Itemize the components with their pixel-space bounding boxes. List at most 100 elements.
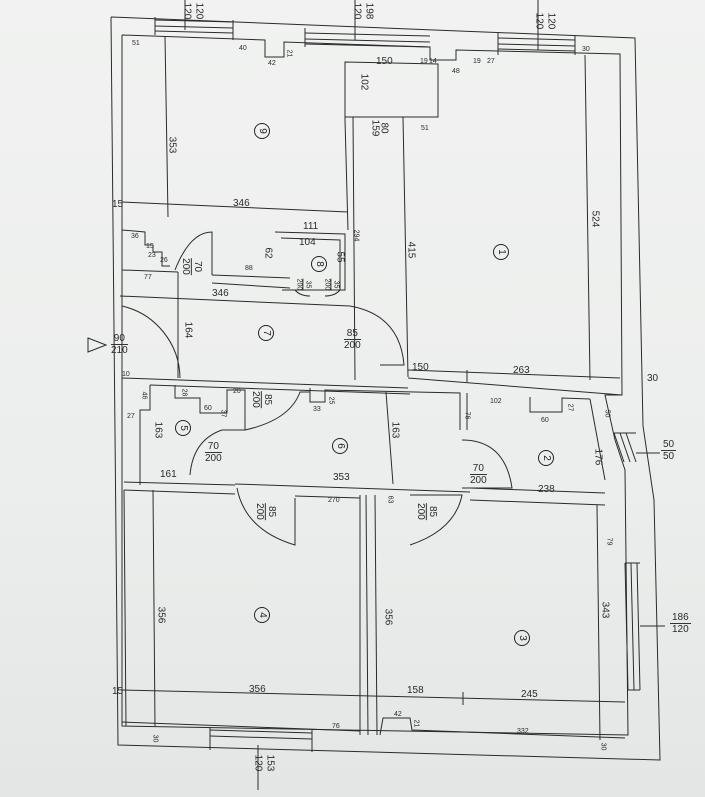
dim-label: 346	[212, 288, 229, 299]
dim-label: 25	[327, 396, 335, 405]
dim-label: 36	[131, 233, 139, 240]
dim-label: 60	[204, 405, 212, 412]
door-arc-wc-right	[324, 289, 341, 297]
dim-label: 27	[127, 413, 135, 420]
window-top-right-height: 120	[533, 12, 545, 30]
entrance-triangle-icon	[87, 337, 108, 353]
window-top-left	[154, 17, 234, 40]
dim-label: 76	[463, 411, 471, 420]
dim-label: 150	[412, 362, 429, 373]
dim-label: 332	[517, 728, 529, 735]
dim-label: 37	[219, 409, 227, 418]
dim-label: 51	[132, 40, 140, 47]
window-top-right	[497, 33, 576, 55]
dim-label: 50	[603, 409, 611, 418]
dim-label: 158	[407, 685, 424, 696]
dim-label: 161	[160, 469, 177, 480]
dim-label: 353	[333, 472, 350, 483]
door-arc-hall6	[244, 391, 310, 431]
dim-label: 79	[605, 537, 613, 546]
window-bottom-height: 120	[252, 754, 264, 772]
dim-label: 104	[299, 237, 316, 248]
room-number-3: 3	[514, 630, 530, 646]
dim-label: 346	[233, 198, 250, 209]
dim-label: 60	[541, 417, 549, 424]
dim-label: 19	[473, 58, 481, 65]
dim-label: 48	[452, 68, 460, 75]
door-arc-wc-left	[294, 289, 311, 297]
dim-label: 76	[332, 723, 340, 730]
window-top-right-width: 120	[545, 12, 557, 30]
door-arc-room4	[236, 487, 296, 546]
dim-label: 15	[146, 243, 154, 250]
dim-label: 63	[386, 495, 394, 504]
dim-label: 356	[249, 684, 266, 695]
dim-label: 176	[592, 448, 604, 466]
dim-label: 294	[352, 229, 360, 242]
dim-label: 77	[144, 274, 152, 281]
window-bottom-width: 153	[264, 754, 276, 772]
dim-label: 15	[112, 686, 124, 697]
dim-label: 111	[303, 221, 319, 232]
dim-label: 14	[429, 58, 437, 65]
door-arc-room2	[461, 439, 513, 489]
dim-label: 159	[369, 119, 381, 137]
dim-label: 28	[180, 388, 188, 397]
window-bottom	[209, 727, 313, 752]
room-number-8: 8	[311, 256, 327, 272]
dim-label: 27	[487, 58, 495, 65]
dim-label: 524	[589, 210, 601, 228]
room-number-4: 4	[254, 607, 270, 623]
dim-label: 42	[268, 60, 276, 67]
window-top-left-height: 120	[193, 2, 205, 20]
dim-label: 238	[538, 484, 555, 495]
dim-label: 102	[490, 398, 502, 405]
dim-label: 30	[599, 742, 607, 751]
dim-label: 27	[566, 403, 574, 412]
dim-label: 21	[285, 49, 293, 58]
dim-label: 30	[151, 734, 159, 743]
dim-label: 46	[140, 391, 148, 400]
door-arc-room9	[174, 231, 213, 275]
door-arc-room3	[409, 494, 463, 546]
dim-label: 21	[412, 719, 420, 728]
window-top-left-width: 120	[181, 2, 193, 20]
door-arc-entrance	[121, 305, 181, 379]
window-top-middle-height: 120	[351, 2, 363, 20]
outer-wall-outline	[110, 16, 661, 761]
room-number-7: 7	[258, 325, 274, 341]
dim-label: 102	[358, 73, 370, 91]
dim-label: 62	[262, 247, 274, 259]
dim-label: 163	[152, 421, 164, 439]
dim-label: 30	[647, 373, 659, 384]
window-right-large	[624, 562, 641, 691]
dim-label: 263	[513, 365, 530, 376]
room-number-9: 9	[254, 123, 270, 139]
door-arc-room1	[349, 305, 405, 366]
window-top-middle	[304, 28, 431, 48]
dim-label: 20	[233, 388, 241, 395]
dim-label: 356	[382, 608, 394, 626]
room-number-6: 6	[332, 438, 348, 454]
dim-label: 30	[582, 46, 590, 53]
dim-label: 23	[148, 252, 156, 259]
door-arc-room5	[189, 429, 245, 476]
inner-wall-outline	[121, 34, 629, 736]
room-number-1: 1	[493, 244, 509, 260]
window-top-middle-width: 198	[363, 2, 375, 20]
window-right-small	[613, 432, 637, 463]
dim-label: 19	[420, 58, 428, 65]
dim-label: 163	[389, 421, 401, 439]
